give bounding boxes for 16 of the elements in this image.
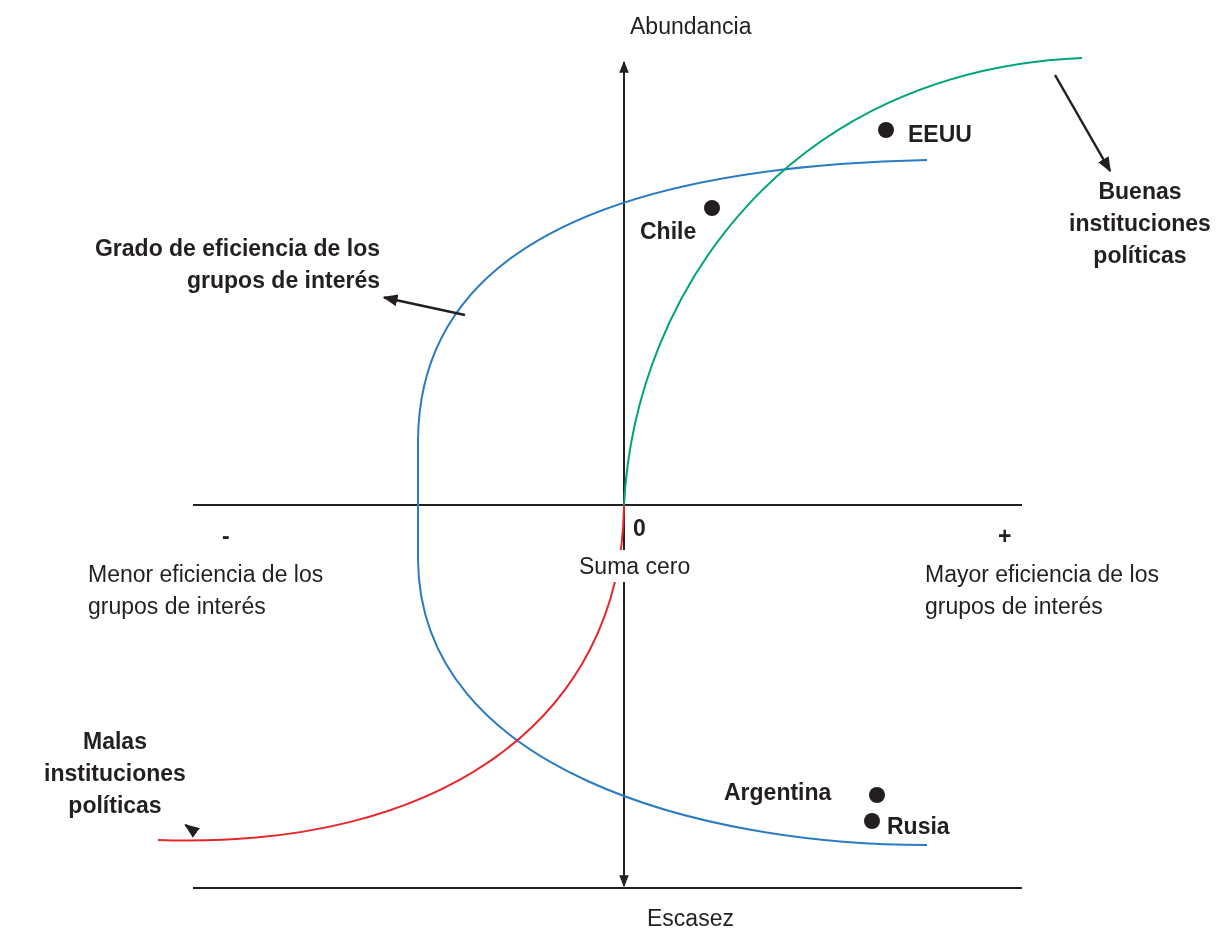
axis-label: Suma cero xyxy=(577,550,693,582)
sign-label: + xyxy=(998,522,1012,551)
leader-arrow xyxy=(184,824,200,838)
tick-label: 0 xyxy=(633,514,646,543)
axis-description: Menor eficiencia de los grupos de interés xyxy=(88,560,325,621)
curve-label: Malas instituciones políticas xyxy=(30,725,200,821)
country-label: Chile xyxy=(640,217,697,246)
country-label: EEUU xyxy=(908,120,972,149)
curve-label: Grado de eficiencia de los grupos de interés xyxy=(80,232,380,296)
leader-arrow xyxy=(1053,74,1112,173)
sign-label: - xyxy=(222,522,230,551)
axis-description: Mayor eficiencia de los grupos de interés xyxy=(925,560,1160,621)
curve-label: Buenas instituciones políticas xyxy=(1050,175,1230,271)
country-label: Rusia xyxy=(887,812,950,841)
country-label: Argentina xyxy=(724,778,832,807)
leader-arrow xyxy=(382,294,466,317)
